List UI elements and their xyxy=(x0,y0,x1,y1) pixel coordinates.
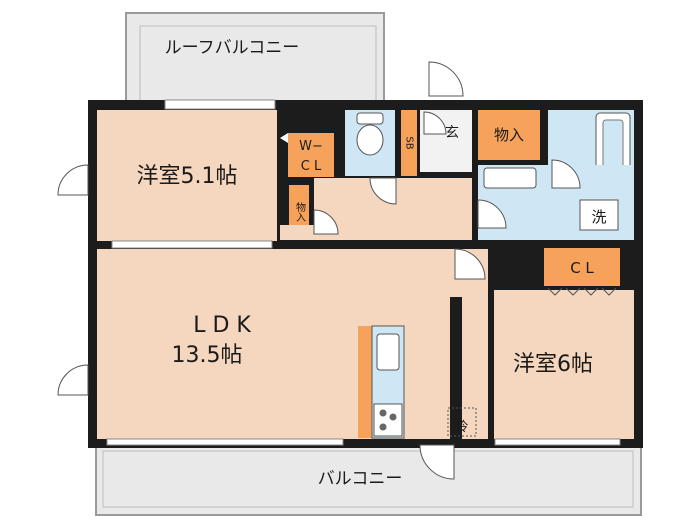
stove-icon xyxy=(373,403,403,437)
balcony-label: バルコニー xyxy=(318,469,403,489)
toilet-icon xyxy=(356,124,384,156)
western-room-1 xyxy=(97,110,277,241)
genkan-label: 玄 xyxy=(445,124,459,141)
roof-balcony xyxy=(125,12,385,104)
windows xyxy=(106,99,621,446)
storage-label: 物入 xyxy=(494,126,524,144)
kitchen-counter-edge xyxy=(358,326,372,438)
sb-label: SB xyxy=(404,136,415,149)
walk-in-closet xyxy=(288,133,334,177)
western-room-2-label: 洋室6帖 xyxy=(513,352,593,377)
closet-doors xyxy=(547,287,617,296)
roof-balcony-label: ルーフバルコニー xyxy=(165,38,300,58)
kitchen-sink-icon xyxy=(376,333,400,371)
wash-label: 洗 xyxy=(591,208,606,226)
wcl-label-1: W− xyxy=(299,139,323,154)
cl-label: C L xyxy=(570,259,594,277)
wcl-door-marker xyxy=(280,133,288,143)
western-room-2 xyxy=(494,290,634,439)
washer-icon xyxy=(579,199,619,231)
closet xyxy=(544,248,620,286)
small-storage-label: 物入 xyxy=(294,201,306,222)
toilet-tank xyxy=(356,112,384,125)
wcl-label-2: C L xyxy=(301,159,322,174)
fridge-label: 冷 xyxy=(455,420,468,435)
ldk-label-1: L D K xyxy=(193,313,251,338)
shoe-box xyxy=(401,110,417,176)
storage xyxy=(478,110,540,160)
fridge-space xyxy=(447,407,477,437)
ldk-label-2: 13.5帖 xyxy=(172,343,243,368)
sink-icon xyxy=(483,167,537,189)
door-swings xyxy=(57,61,581,480)
balcony xyxy=(95,444,642,516)
western-room-1-label: 洋室5.1帖 xyxy=(137,164,238,189)
